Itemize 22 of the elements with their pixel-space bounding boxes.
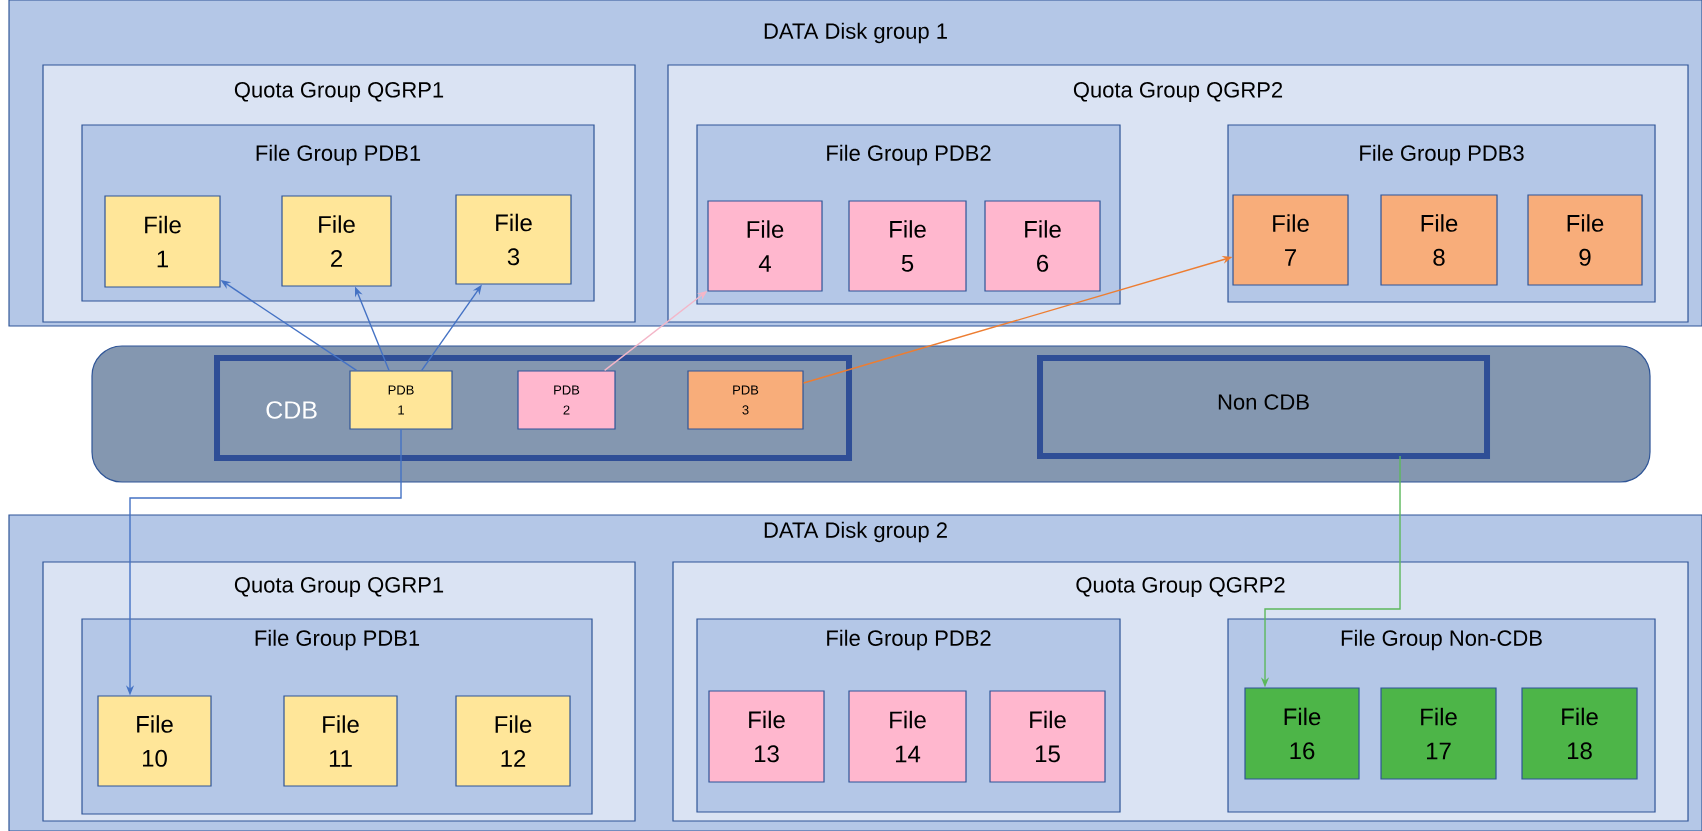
file-box: File 17 — [1380, 687, 1497, 780]
file-box: File 14 — [848, 690, 967, 783]
non-cdb-box: Non CDB — [1037, 355, 1490, 459]
file-box: File 1 — [104, 195, 221, 288]
file-box: File 9 — [1527, 194, 1643, 286]
file-box: File 4 — [707, 200, 823, 292]
pdb-box: PDB 1 — [349, 370, 453, 430]
pdb-box: PDB 2 — [517, 370, 616, 430]
file-box: File 7 — [1232, 194, 1349, 286]
file-box: File 6 — [984, 200, 1101, 292]
file-box: File 15 — [989, 690, 1106, 783]
file-box: File 12 — [455, 695, 571, 787]
file-box: File 10 — [97, 695, 212, 787]
file-box: File 16 — [1244, 687, 1360, 780]
file-box: File 5 — [848, 200, 967, 292]
file-box: File 13 — [708, 690, 825, 783]
file-box: File 18 — [1521, 687, 1638, 780]
file-box: File 11 — [283, 695, 398, 787]
file-box: File 3 — [455, 194, 572, 285]
pdb-box: PDB 3 — [687, 370, 804, 430]
file-box: File 2 — [281, 195, 392, 287]
file-box: File 8 — [1380, 194, 1498, 286]
